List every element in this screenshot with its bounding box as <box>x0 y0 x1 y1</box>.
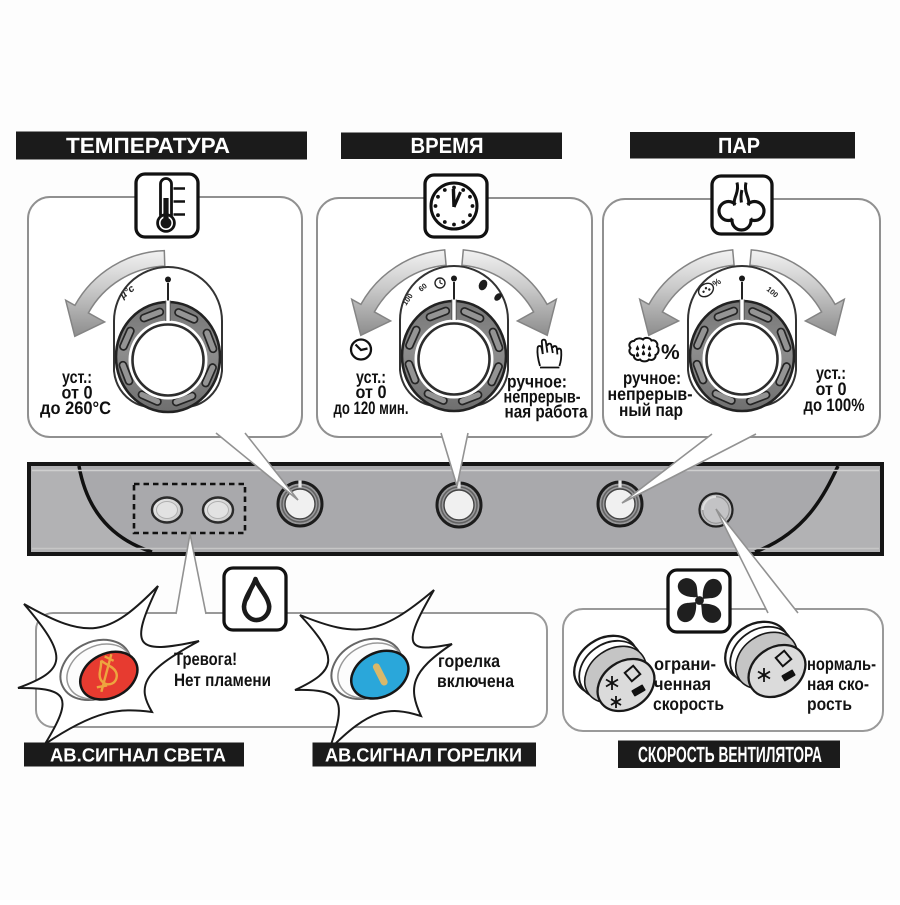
svg-text:рость: рость <box>807 694 852 714</box>
svg-text:ручное:: ручное: <box>623 368 681 388</box>
svg-text:СКОРОСТЬ ВЕНТИЛЯТОРА: СКОРОСТЬ ВЕНТИЛЯТОРА <box>638 742 822 767</box>
svg-text:до 120 мин.: до 120 мин. <box>334 398 409 418</box>
svg-text:ограни-: ограни- <box>654 654 716 674</box>
svg-text:от 0: от 0 <box>356 382 387 402</box>
svg-text:Нет пламени: Нет пламени <box>174 670 271 690</box>
svg-text:ная ско-: ная ско- <box>807 674 869 694</box>
svg-text:уст.:: уст.: <box>62 367 92 387</box>
svg-text:ченная: ченная <box>654 674 711 694</box>
svg-text:непрерыв-: непрерыв- <box>608 384 693 404</box>
svg-text:нормаль-: нормаль- <box>807 654 876 674</box>
svg-text:уст.:: уст.: <box>356 367 386 387</box>
svg-text:АВ.СИГНАЛ ГОРЕЛКИ: АВ.СИГНАЛ ГОРЕЛКИ <box>325 746 522 767</box>
svg-text:непрерыв-: непрерыв- <box>504 387 581 407</box>
svg-text:от 0: от 0 <box>62 383 93 403</box>
svg-text:ный пар: ный пар <box>619 400 683 420</box>
svg-text:%: % <box>661 341 680 364</box>
svg-text:ручное:: ручное: <box>507 372 567 392</box>
svg-text:ВРЕМЯ: ВРЕМЯ <box>411 133 484 158</box>
svg-text:ТЕМПЕРАТУРА: ТЕМПЕРАТУРА <box>66 133 230 158</box>
svg-text:скорость: скорость <box>653 694 724 714</box>
svg-text:ПАР: ПАР <box>718 133 760 158</box>
svg-text:уст.:: уст.: <box>816 363 846 383</box>
svg-text:АВ.СИГНАЛ СВЕТА: АВ.СИГНАЛ СВЕТА <box>50 746 226 767</box>
svg-text:горелка: горелка <box>438 651 501 671</box>
svg-text:до 260°C: до 260°C <box>40 398 111 418</box>
svg-text:включена: включена <box>437 671 515 691</box>
svg-text:ная работа: ная работа <box>505 402 589 422</box>
svg-text:от 0: от 0 <box>816 379 847 399</box>
svg-text:до 100%: до 100% <box>804 395 865 415</box>
svg-text:Тревога!: Тревога! <box>174 649 237 669</box>
